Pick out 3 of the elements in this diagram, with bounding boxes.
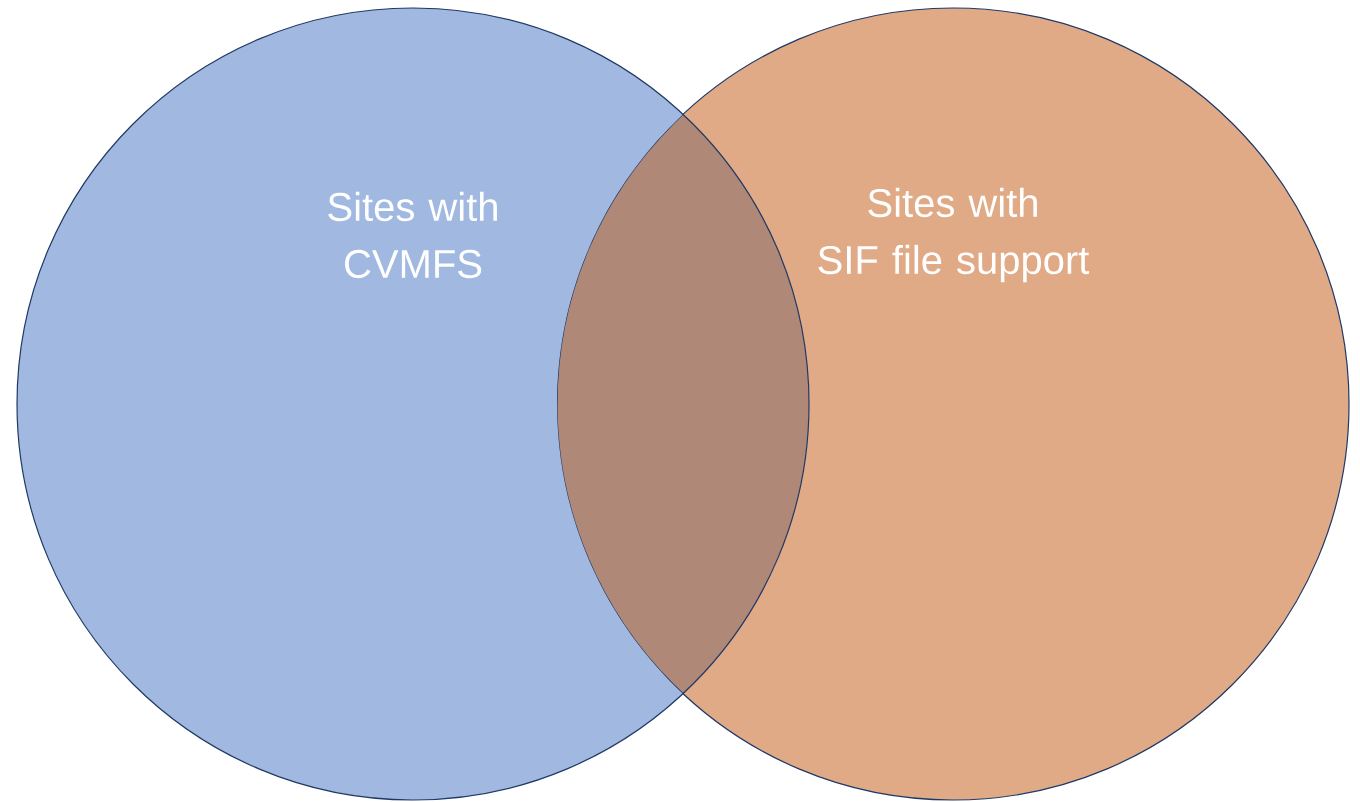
venn-circle	[556, 7, 1350, 801]
circle-label: Sites with SIF file support	[818, 187, 1090, 283]
circle-label: Sites with CVMFS	[328, 191, 497, 279]
